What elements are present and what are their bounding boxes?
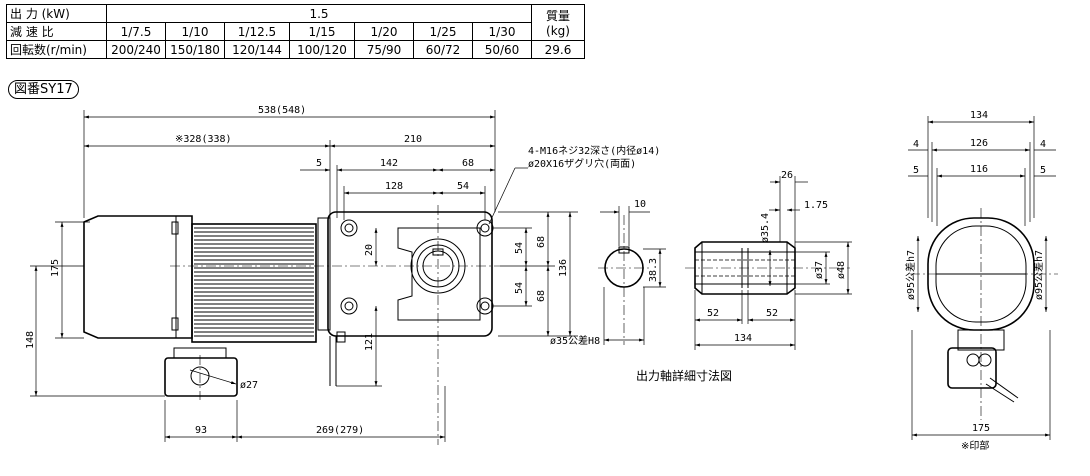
dim-motor: ※328(338) [175,134,232,145]
dim-68-top: 68 [462,158,474,169]
dim-len-52-left: 52 [707,308,719,319]
dim-side-5-right: 5 [1040,165,1046,176]
callout-line-1: 4-M16ネジ32深さ(内径ø14) [528,144,660,157]
dim-side-5-left: 5 [913,165,919,176]
dim-base-93: 93 [195,425,207,436]
speed-cell: 100/120 [289,40,355,59]
side-terminal-box [947,347,997,389]
dim-height-175: 175 [50,259,61,277]
speed-cell: 120/144 [224,40,290,59]
dim-dia-35-4: ø35.4 [760,213,771,243]
dim-groove-1-75: 1.75 [804,200,828,211]
dim-dia-48: ø48 [836,261,847,279]
dim-key-10: 10 [634,199,646,210]
motor-body [191,223,317,343]
side-note: ※印部 [961,439,989,452]
callout-line-2: ø20X16ザグリ穴(両面) [528,157,636,170]
dim-side-4-left: 4 [913,139,919,150]
speed-cell: 75/90 [354,40,414,59]
dim-width-134: 134 [970,110,988,121]
dim-width-126: 126 [970,138,988,149]
dim-v54-lower: 54 [514,282,525,294]
gearbox-face [327,211,493,337]
terminal-box [164,357,238,397]
dim-bore-35: ø35公差H8 [550,334,600,347]
dim-height-148: 148 [25,331,36,349]
speed-label: 回転数(r/min) [6,40,107,59]
spec-table: 出 力 (kW) 1.5 質量 (kg) 減 速 比 1/7.5 1/10 1/… [6,4,585,59]
dim-terminal-27: ø27 [240,380,258,391]
dim-128: 128 [385,181,403,192]
front-view: 538(548) ※328(338) 210 5 142 68 128 54 1… [25,105,660,445]
mass-label-2: (kg) [546,24,570,38]
dim-width-116: 116 [970,164,988,175]
dim-center-20: 20 [364,244,375,256]
dim-base-269: 269(279) [316,425,364,436]
dim-len-134: 134 [734,333,752,344]
side-view: 134 4 126 4 5 116 5 ø95公差h7 ø95公差h7 175 … [904,110,1058,452]
dim-spigot-right: ø95公差h7 [1032,250,1045,300]
dim-overall: 538(548) [258,105,306,116]
ratio-cell: 1/7.5 [106,22,166,41]
figure-label: 図番SY17 [8,80,79,99]
dim-len-52-right: 52 [766,308,778,319]
dim-54-h: 54 [457,181,469,192]
dim-center-121: 121 [364,333,375,351]
dim-flange-offset: 5 [316,158,322,169]
dim-width-175: 175 [972,423,990,434]
mass-label-1: 質量 [545,9,570,23]
mass-value: 29.6 [531,40,585,59]
dim-spigot-left: ø95公差h7 [904,250,917,300]
dim-bore-38-3: 38.3 [648,258,659,282]
dim-v68-upper: 68 [536,236,547,248]
dim-v54-upper: 54 [514,242,525,254]
dim-dia-37: ø37 [814,261,825,279]
speed-cell: 60/72 [413,40,473,59]
dim-gearbox: 210 [404,134,422,145]
shaft-detail-caption: 出力軸詳細寸法図 [636,368,732,383]
ratio-cell: 1/12.5 [224,22,290,41]
dim-groove-26: 26 [781,170,793,181]
speed-cell: 200/240 [106,40,166,59]
motor-fins [194,227,314,337]
dim-bolt-pitch: 142 [380,158,398,169]
dim-v136: 136 [558,259,569,277]
shaft-section-view: 26 1.75 ø35.4 ø37 ø48 52 52 134 出力軸詳細寸法図 [636,170,852,383]
dim-v68-lower: 68 [536,290,547,302]
shaft-bore-view: 10 38.3 ø35公差H8 [550,199,666,347]
dim-side-4-right: 4 [1040,139,1046,150]
